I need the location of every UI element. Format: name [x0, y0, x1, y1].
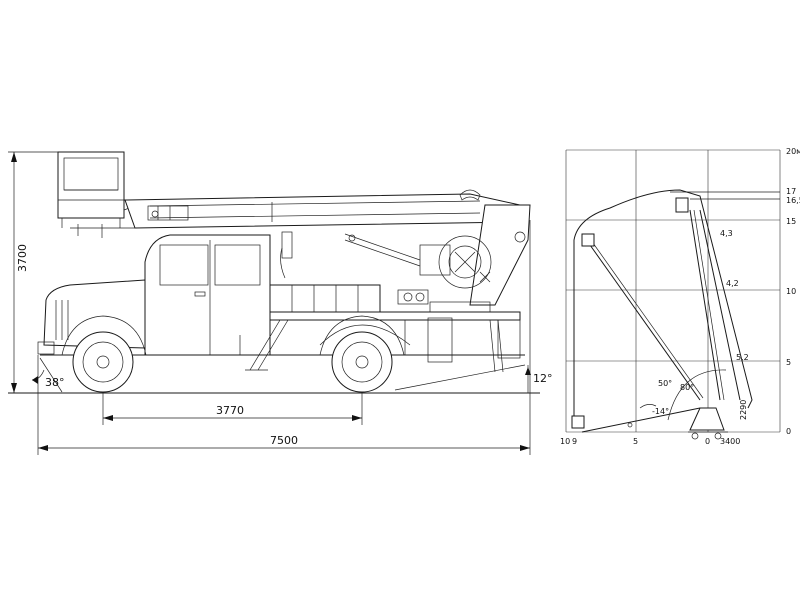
wheelbase-label: 3770 — [216, 404, 244, 417]
work-basket — [57, 151, 151, 238]
y-label-0: 0 — [786, 427, 791, 436]
angle-minus-14: -14° — [652, 407, 669, 416]
y-label-15: 15 — [786, 217, 796, 226]
angle-50: 50° — [658, 379, 672, 388]
reach-chart: 20м 17 16,5 15 10 5 0 10 9 5 0 3400 4,3 … — [560, 147, 800, 446]
boom-positions — [571, 197, 741, 440]
support-height-label: 2290 — [739, 400, 748, 420]
x-label-3400: 3400 — [720, 437, 740, 446]
telescopic-boom — [124, 189, 521, 267]
y-label-5: 5 — [786, 358, 791, 367]
height-dimension: 3700 — [8, 151, 58, 393]
angle-markers: 38° 12° — [31, 365, 553, 393]
y-label-17: 17 — [786, 187, 796, 196]
rear-angle-label: 12° — [533, 372, 553, 385]
rear-wheel — [319, 315, 405, 393]
front-wheel — [61, 315, 147, 393]
y-label-10: 10 — [786, 287, 796, 296]
y-label-16-5: 16,5 — [786, 196, 800, 205]
truck-cab — [37, 231, 293, 356]
wheelbase-dimension: 3770 — [102, 392, 363, 425]
x-label-0: 0 — [705, 437, 710, 446]
front-angle-label: 38° — [45, 376, 65, 389]
length-dimension: 7500 — [37, 220, 531, 455]
x-label-5: 5 — [633, 437, 638, 446]
truck-side-view: 3700 3770 7500 38° 12° — [8, 151, 553, 455]
boom-length-3: 5,2 — [736, 353, 749, 362]
boom-turret — [397, 204, 531, 313]
angle-80: 80° — [680, 383, 694, 392]
boom-length-1: 4,3 — [720, 229, 733, 238]
unit-label: 20м — [786, 147, 800, 156]
height-label: 3700 — [16, 244, 29, 272]
truck-body — [40, 284, 525, 373]
x-label-9: 9 — [572, 437, 577, 446]
boom-length-2: 4,2 — [726, 279, 739, 288]
x-label-10: 10 — [560, 437, 570, 446]
length-label: 7500 — [270, 434, 298, 447]
